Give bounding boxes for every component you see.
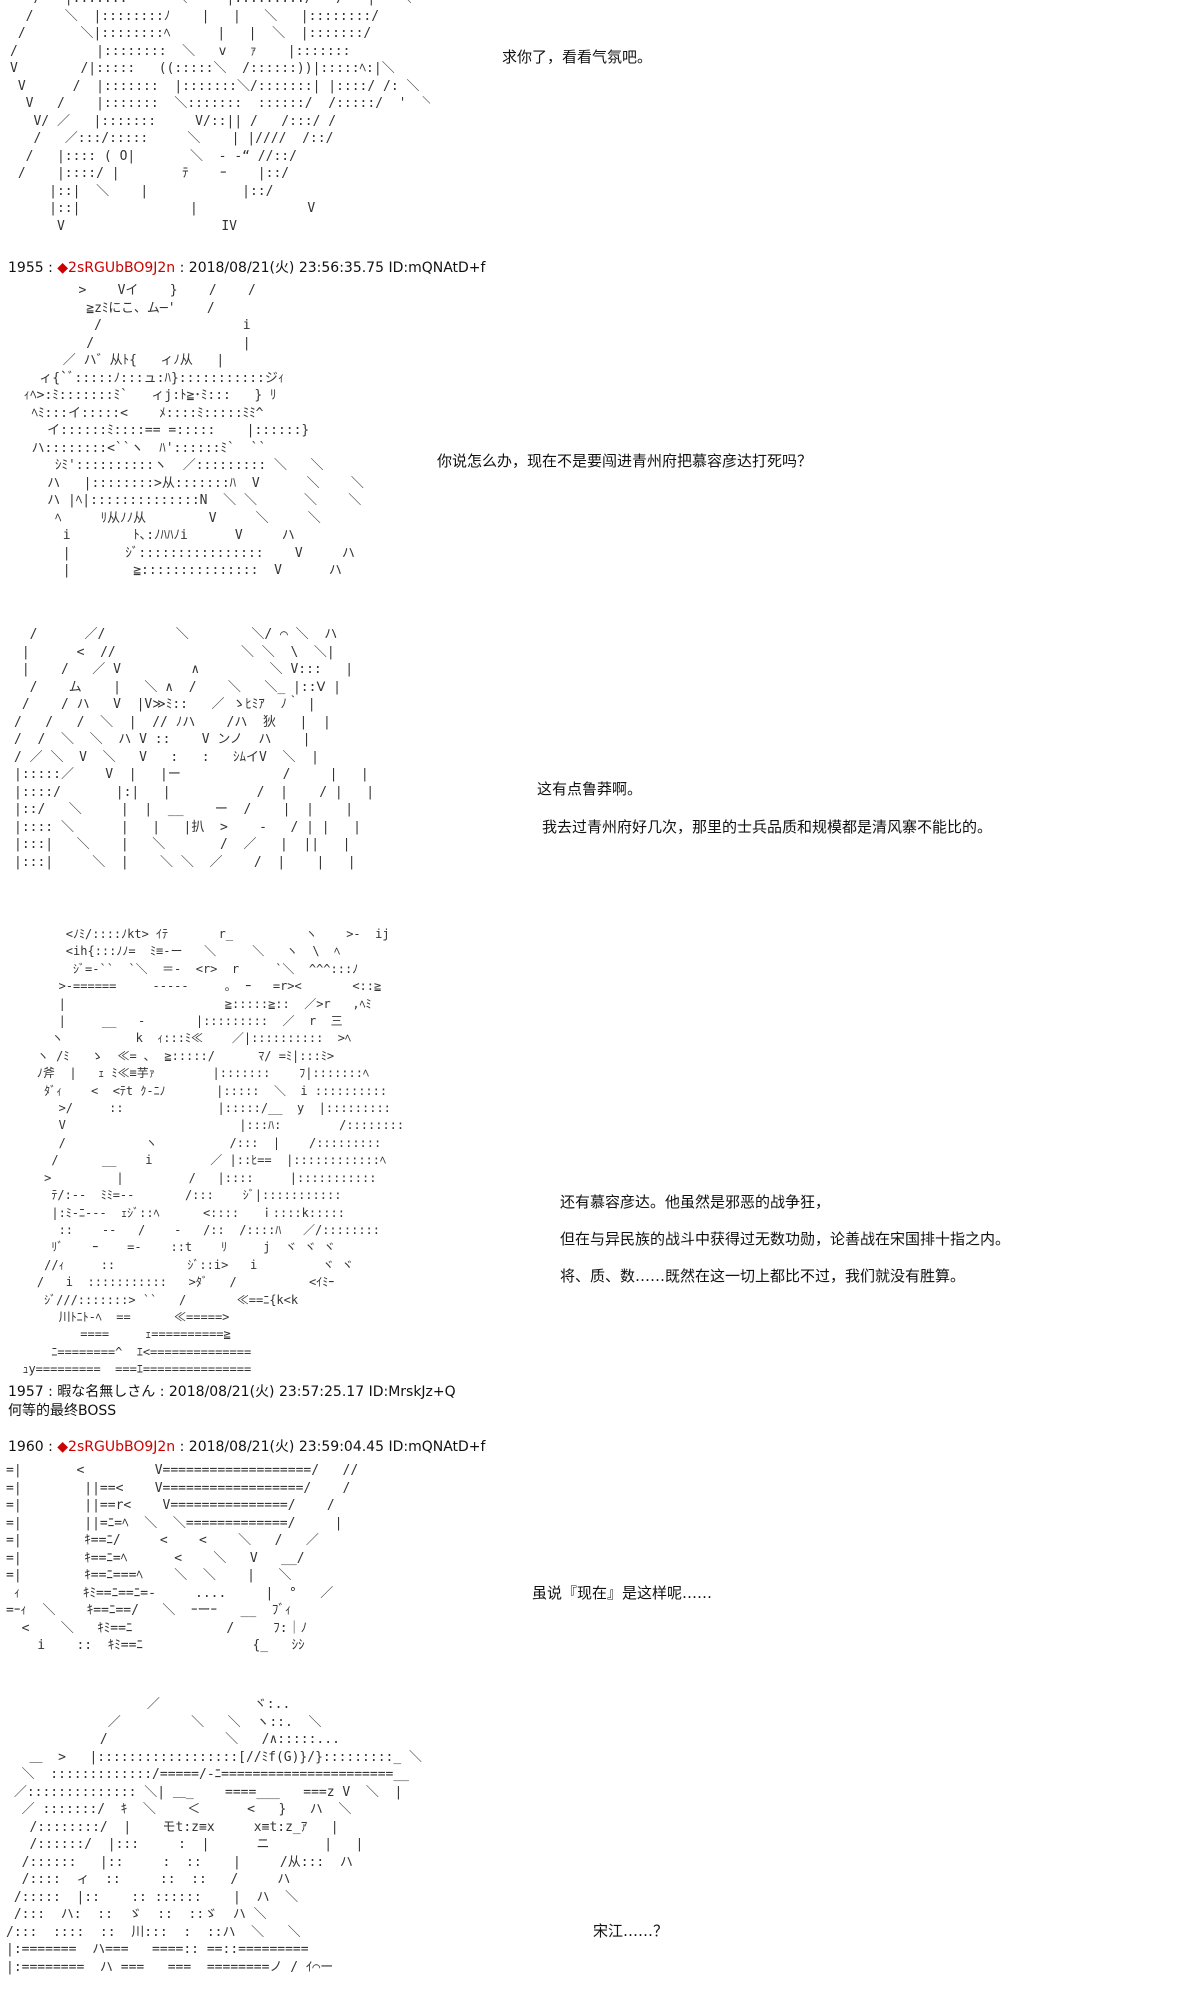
dialogue-line: 虽说『现在』是这样呢…… [532, 1584, 713, 1602]
ascii-art-panel-5: =| < V===================/ // =| ||==< V… [6, 1463, 359, 1653]
trip-diamond-icon: ◆ [57, 1439, 69, 1455]
post-body-1957: 何等的最终BOSS [8, 1403, 117, 1419]
post-datetime: 2018/08/21(火) 23:59:04.45 [188, 1439, 384, 1455]
dialogue-line: 我去过青州府好几次，那里的士兵品质和规模都是清风寨不能比的。 [542, 818, 993, 836]
separator: : [155, 1384, 169, 1400]
dialogue-line: 你说怎么办，现在不是要闯进青州府把慕容彦达打死吗？ [437, 452, 813, 470]
post-number: 1960 [8, 1439, 44, 1455]
separator: : [175, 1439, 189, 1455]
poster-name: 2sRGUbBO9J2n [68, 260, 176, 276]
poster-name: 2sRGUbBO9J2n [68, 1439, 176, 1455]
post-id: ID:mQNAtD+f [388, 260, 486, 276]
post-datetime: 2018/08/21(火) 23:57:25.17 [168, 1384, 365, 1400]
dialogue-line: 这有点鲁莽啊。 [537, 780, 643, 798]
post-header-1960: 1960 : ◆2sRGUbBO9J2n : 2018/08/21(火) 23:… [8, 1436, 485, 1456]
post-number: 1957 [8, 1384, 44, 1400]
separator: : [43, 1439, 58, 1455]
dialogue-line: 还有慕容彦达。他虽然是邪恶的战争狂， [560, 1193, 831, 1211]
post-header-1957: 1957 : 暇な名無しさん : 2018/08/21(火) 23:57:25.… [8, 1381, 456, 1401]
post-number: 1955 [8, 260, 44, 276]
post-id: ID:MrskJz+Q [368, 1384, 456, 1400]
ascii-art-panel-3: / ／/ ＼ ＼/ ⌒ ＼ ハ | < // ＼ ＼ \ ＼| | / ／ V … [14, 627, 375, 870]
dialogue-line: 但在与异民族的战斗中获得过无数功勋，论善战在宋国排十指之内。 [560, 1230, 1011, 1248]
dialogue-line: 将、质、数……既然在这一切上都比不过，我们就没有胜算。 [560, 1267, 966, 1285]
post-datetime: 2018/08/21(火) 23:56:35.75 [188, 260, 384, 276]
dialogue-line: 宋江……？ [593, 1922, 669, 1940]
ascii-art-panel-1: / |::::::: ─ ＼ |:::::::::/ / | ＼ / ＼ |::… [10, 0, 430, 230]
ascii-art-panel-2: > Vイ } / / ≧zﾐにこ、ム─' / / i / | ／ ハ゛从ﾄ{ ィ… [23, 283, 364, 578]
trip-diamond-icon: ◆ [57, 260, 69, 276]
ascii-art-panel-4: <ﾉﾐ/::::ﾉkt> ｲﾃ r_ ヽ >- ij <ih{:::ﾉﾉ= ﾐ≡… [22, 927, 405, 1377]
separator: : [175, 260, 189, 276]
separator: : [43, 1384, 58, 1400]
post-id: ID:mQNAtD+f [388, 1439, 486, 1455]
dialogue-line: 求你了，看看气氛吧。 [502, 48, 653, 66]
poster-name: 暇な名無しさん [57, 1384, 156, 1400]
post-header-1955: 1955 : ◆2sRGUbBO9J2n : 2018/08/21(火) 23:… [8, 257, 485, 277]
ascii-art-panel-6: ／ ヾ:.. ／ ＼ ＼ ヽ::. ＼ / ＼ /∧:::::... ＿ > |… [6, 1697, 423, 1975]
separator: : [43, 260, 58, 276]
